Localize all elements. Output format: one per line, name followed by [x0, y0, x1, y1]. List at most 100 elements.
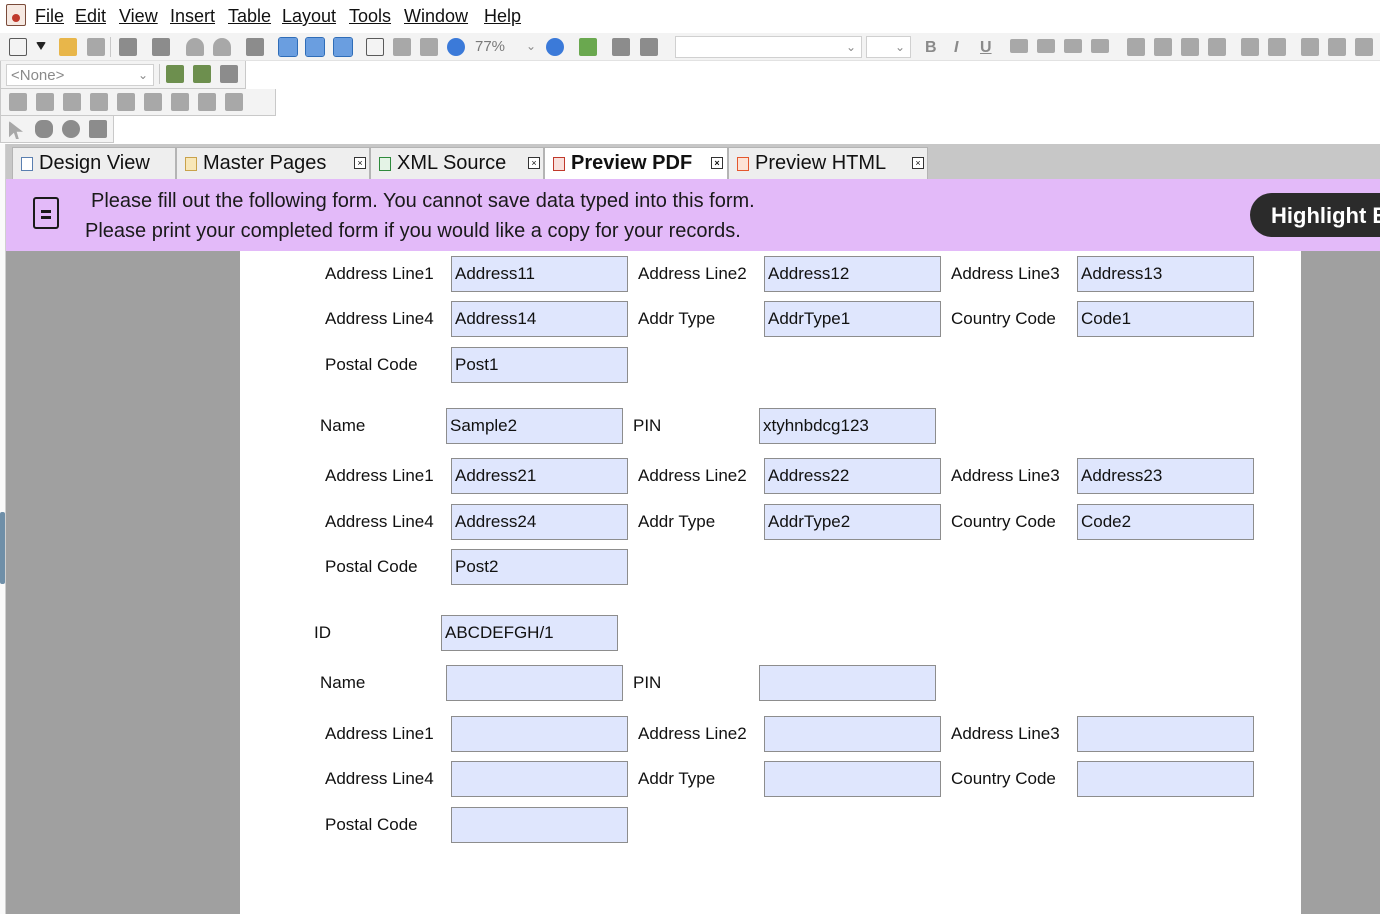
- align-left-icon[interactable]: [1010, 39, 1028, 53]
- distribute-vertical-icon[interactable]: [1328, 38, 1346, 56]
- address-line4-field[interactable]: [451, 761, 628, 797]
- close-icon[interactable]: ×: [354, 157, 366, 169]
- delete-column-icon[interactable]: [198, 93, 216, 111]
- insert-row-icon[interactable]: [36, 93, 54, 111]
- align-objects-top-icon[interactable]: [1181, 38, 1199, 56]
- tab-master-pages[interactable]: Master Pages ×: [176, 147, 370, 179]
- addr-type-field[interactable]: AddrType1: [764, 301, 941, 337]
- bold-button[interactable]: B: [925, 39, 937, 56]
- address-line2-field[interactable]: [764, 716, 941, 752]
- address-line2-field[interactable]: Address22: [764, 458, 941, 494]
- undo-icon[interactable]: [186, 38, 204, 56]
- center-vertical-icon[interactable]: [1268, 38, 1286, 56]
- address-line4-field[interactable]: Address14: [451, 301, 628, 337]
- paste-icon[interactable]: [152, 38, 170, 56]
- distribute-center-icon[interactable]: [1355, 38, 1373, 56]
- underline-button[interactable]: U: [980, 39, 992, 56]
- menu-table[interactable]: Table: [228, 6, 271, 27]
- pin-field[interactable]: xtyhnbdcg123: [759, 408, 936, 444]
- print-icon[interactable]: [119, 38, 137, 56]
- menu-layout[interactable]: Layout: [282, 6, 336, 27]
- table-icon[interactable]: [9, 93, 27, 111]
- align-center-icon[interactable]: [1037, 39, 1055, 53]
- name-field[interactable]: Sample2: [446, 408, 623, 444]
- split-row-icon[interactable]: [90, 93, 108, 111]
- magnifier-icon[interactable]: [62, 120, 80, 138]
- address-line3-field[interactable]: Address13: [1077, 256, 1254, 292]
- split-column-icon[interactable]: [117, 93, 135, 111]
- id-field[interactable]: ABCDEFGH/1: [441, 615, 618, 651]
- italic-button[interactable]: I: [954, 39, 959, 56]
- menu-edit[interactable]: Edit: [75, 6, 106, 27]
- hand-icon[interactable]: [35, 120, 53, 138]
- close-icon[interactable]: ×: [912, 157, 924, 169]
- insert-image-icon[interactable]: [612, 38, 630, 56]
- snap-grid-icon[interactable]: [305, 37, 325, 57]
- table-properties-icon[interactable]: [225, 93, 243, 111]
- highlight-fields-button[interactable]: Highlight E: [1250, 193, 1380, 237]
- find-icon[interactable]: [246, 38, 264, 56]
- new-document-icon[interactable]: [9, 38, 27, 56]
- page-outline-icon[interactable]: [366, 38, 384, 56]
- tab-xml-source[interactable]: XML Source ×: [370, 147, 544, 179]
- distribute-horizontal-icon[interactable]: [1301, 38, 1319, 56]
- layout-preview-icon[interactable]: [333, 37, 353, 57]
- style-combo[interactable]: <None> ⌄: [6, 64, 154, 86]
- justify-icon[interactable]: [1091, 39, 1109, 53]
- new-style-icon[interactable]: [166, 65, 184, 83]
- address-line3-field[interactable]: [1077, 716, 1254, 752]
- close-icon[interactable]: ×: [711, 157, 723, 169]
- address-line1-field[interactable]: Address11: [451, 256, 628, 292]
- address-line2-field[interactable]: Address12: [764, 256, 941, 292]
- country-code-field[interactable]: [1077, 761, 1254, 797]
- tab-design-view[interactable]: Design View: [12, 147, 176, 179]
- tab-preview-pdf[interactable]: Preview PDF ×: [544, 147, 728, 179]
- align-objects-right-icon[interactable]: [1154, 38, 1172, 56]
- align-objects-bottom-icon[interactable]: [1208, 38, 1226, 56]
- country-code-field[interactable]: Code2: [1077, 504, 1254, 540]
- merge-cells-icon[interactable]: [144, 93, 162, 111]
- font-name-combo[interactable]: ⌄: [675, 36, 862, 58]
- postal-code-field[interactable]: Post1: [451, 347, 628, 383]
- address-line1-field[interactable]: [451, 716, 628, 752]
- new-dropdown-icon[interactable]: [36, 42, 46, 50]
- redo-icon[interactable]: [213, 38, 231, 56]
- align-objects-left-icon[interactable]: [1127, 38, 1145, 56]
- fit-page-icon[interactable]: [393, 38, 411, 56]
- addr-type-field[interactable]: AddrType2: [764, 504, 941, 540]
- font-size-combo[interactable]: ⌄: [866, 36, 911, 58]
- panel-resize-handle[interactable]: [0, 512, 5, 584]
- check-icon[interactable]: [579, 38, 597, 56]
- address-line3-field[interactable]: Address23: [1077, 458, 1254, 494]
- edit-style-icon[interactable]: [220, 65, 238, 83]
- zoom-in-icon[interactable]: [546, 38, 564, 56]
- name-field[interactable]: [446, 665, 623, 701]
- zoom-out-icon[interactable]: [447, 38, 465, 56]
- save-icon[interactable]: [87, 38, 105, 56]
- menu-insert[interactable]: Insert: [170, 6, 215, 27]
- align-right-icon[interactable]: [1064, 39, 1082, 53]
- addr-type-field[interactable]: [764, 761, 941, 797]
- tab-preview-html[interactable]: Preview HTML ×: [728, 147, 928, 179]
- address-line4-field[interactable]: Address24: [451, 504, 628, 540]
- fit-width-icon[interactable]: [420, 38, 438, 56]
- insert-column-icon[interactable]: [63, 93, 81, 111]
- postal-code-field[interactable]: Post2: [451, 549, 628, 585]
- pin-field[interactable]: [759, 665, 936, 701]
- menu-file[interactable]: File: [35, 6, 64, 27]
- menu-help[interactable]: Help: [484, 6, 521, 27]
- marquee-icon[interactable]: [89, 120, 107, 138]
- add-style-icon[interactable]: [193, 65, 211, 83]
- grid-icon[interactable]: [278, 37, 298, 57]
- menu-tools[interactable]: Tools: [349, 6, 391, 27]
- menu-window[interactable]: Window: [404, 6, 468, 27]
- picture-icon[interactable]: [640, 38, 658, 56]
- address-line1-field[interactable]: Address21: [451, 458, 628, 494]
- close-icon[interactable]: ×: [528, 157, 540, 169]
- postal-code-field[interactable]: [451, 807, 628, 843]
- open-folder-icon[interactable]: [59, 38, 77, 56]
- delete-row-icon[interactable]: [171, 93, 189, 111]
- center-horizontal-icon[interactable]: [1241, 38, 1259, 56]
- zoom-combo[interactable]: 77% ⌄: [471, 36, 541, 58]
- country-code-field[interactable]: Code1: [1077, 301, 1254, 337]
